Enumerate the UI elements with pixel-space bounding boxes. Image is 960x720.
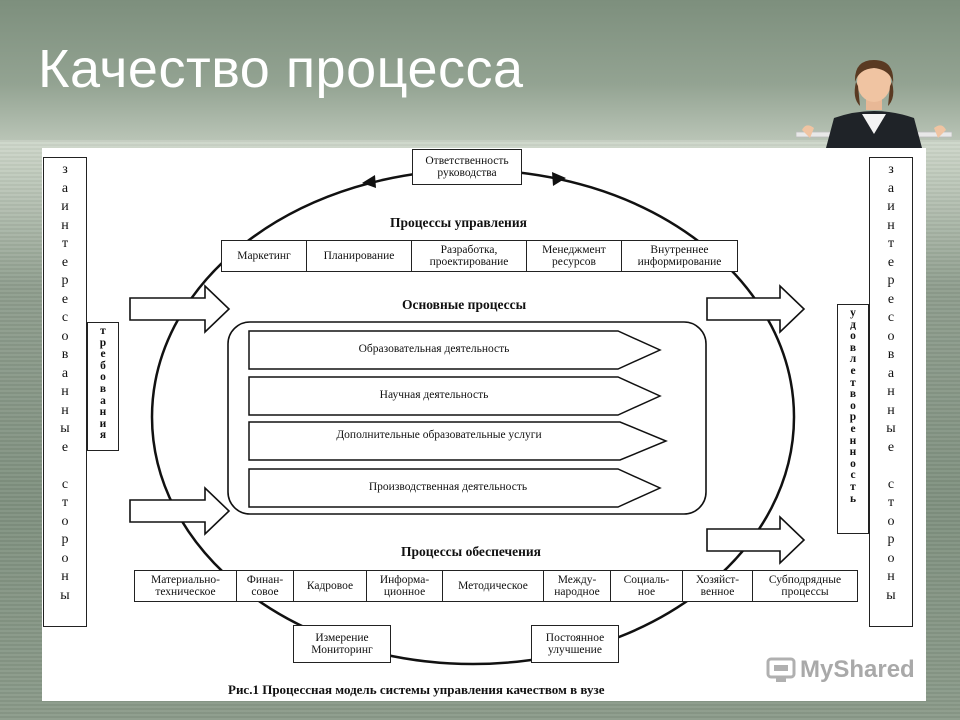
figure-caption: Рис.1 Процессная модель системы управлен… [228, 682, 605, 697]
output-arrow-bottom [706, 515, 806, 565]
management-item: Маркетинг [237, 250, 291, 262]
core-processes-container [227, 321, 707, 515]
core-arrow-3 [248, 421, 668, 461]
support-item: Социаль- ное [610, 571, 682, 601]
support-item: Хозяйст- венное [682, 571, 752, 601]
support-item: Субподрядные процессы [752, 571, 857, 601]
core-processes-heading: Основные процессы [402, 297, 527, 312]
continuous-improvement-box: Постоянное улучшение [531, 625, 619, 663]
core-process-label: Научная деятельность [379, 389, 489, 401]
input-arrow-bottom [129, 486, 231, 536]
mysshared-logo-icon [766, 657, 796, 682]
support-item: Информа- ционное [366, 571, 442, 601]
management-responsibility-box: Ответственность руководства [412, 149, 522, 185]
management-item: Внутреннее информирование [621, 241, 737, 271]
input-arrow-top [129, 284, 231, 334]
management-item: Менеджмент ресурсов [526, 241, 621, 271]
core-arrow-2 [248, 376, 662, 416]
support-item: Материально- техническое [151, 574, 220, 598]
presenter-illustration [796, 60, 952, 148]
satisfaction-box [837, 304, 869, 534]
core-process-label: Образовательная деятельность [358, 343, 510, 355]
watermark-text: MyShared [800, 656, 915, 683]
support-item: Финан- совое [236, 571, 293, 601]
right-stakeholders-box [869, 157, 913, 627]
core-arrow-1 [248, 330, 662, 370]
cycle-arrowhead-left [362, 175, 376, 188]
support-processes-row: Материально- техническое Финан- совое Ка… [134, 570, 858, 602]
core-arrow-4 [248, 468, 662, 508]
support-item: Между- народное [543, 571, 610, 601]
management-item: Планирование [306, 241, 411, 271]
core-process-label: Производственная деятельность [368, 481, 528, 493]
support-processes-heading: Процессы обеспечения [401, 544, 541, 559]
support-item: Методическое [442, 571, 543, 601]
management-processes-row: Маркетинг Планирование Разработка, проек… [221, 240, 738, 272]
cycle-arrowhead-right [552, 172, 566, 186]
mysshared-watermark: MyShared [766, 656, 915, 684]
management-item: Разработка, проектирование [411, 241, 526, 271]
output-arrow-top [706, 284, 806, 334]
support-item: Кадровое [293, 571, 366, 601]
core-process-label: Дополнительные образовательные услуги [336, 429, 542, 441]
requirements-box [87, 322, 119, 451]
slide-title: Качество процесса [38, 39, 524, 99]
title-band [0, 0, 960, 140]
management-processes-heading: Процессы управления [390, 215, 527, 230]
measurement-monitoring-box: Измерение Мониторинг [293, 625, 391, 663]
left-stakeholders-box [43, 157, 87, 627]
